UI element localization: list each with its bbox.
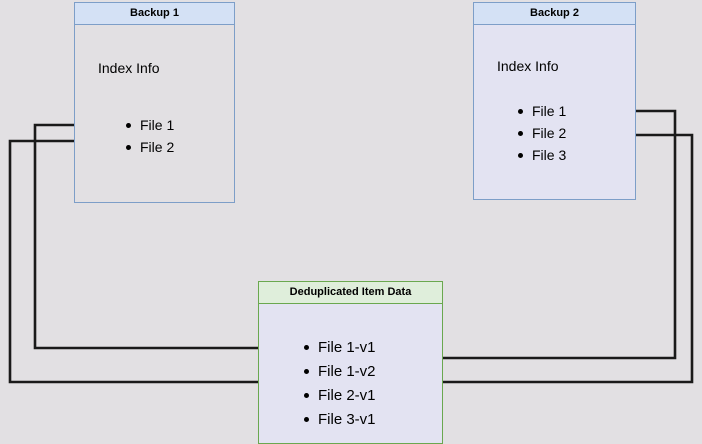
- dedup-title: Deduplicated Item Data: [259, 282, 442, 304]
- backup1-box: Backup 1: [74, 2, 235, 203]
- backup1-body: [75, 25, 234, 202]
- list-item: File 1: [122, 114, 174, 136]
- list-item: File 1-v1: [300, 336, 376, 360]
- backup2-file-list: File 1 File 2 File 3: [514, 100, 566, 166]
- list-item: File 1: [514, 100, 566, 122]
- list-item: File 3-v1: [300, 408, 376, 432]
- list-item: File 1-v2: [300, 360, 376, 384]
- dedup-box: Deduplicated Item Data: [258, 281, 443, 444]
- list-item: File 2: [122, 136, 174, 158]
- backup2-title: Backup 2: [474, 3, 635, 25]
- backup2-index-label: Index Info: [497, 58, 559, 74]
- list-item: File 3: [514, 144, 566, 166]
- backup1-title: Backup 1: [75, 3, 234, 25]
- dedup-item-list: File 1-v1 File 1-v2 File 2-v1 File 3-v1: [300, 336, 376, 432]
- backup1-index-label: Index Info: [98, 60, 160, 76]
- dedup-body: [259, 304, 442, 443]
- backup2-body: [474, 25, 635, 199]
- backup1-file-list: File 1 File 2: [122, 114, 174, 158]
- list-item: File 2: [514, 122, 566, 144]
- backup2-box: Backup 2: [473, 2, 636, 200]
- list-item: File 2-v1: [300, 384, 376, 408]
